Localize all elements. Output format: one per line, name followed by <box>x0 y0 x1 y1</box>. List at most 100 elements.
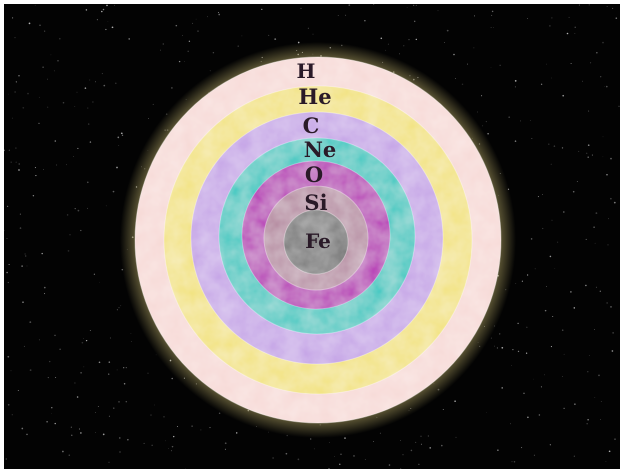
star-speck <box>17 390 19 391</box>
star-speck <box>446 29 449 32</box>
label-h: H <box>297 59 316 83</box>
star-speck <box>188 40 191 42</box>
star-speck <box>403 45 405 47</box>
star-speck <box>53 70 55 72</box>
star-speck <box>562 94 565 97</box>
star-speck <box>310 438 312 440</box>
star-speck <box>602 156 604 158</box>
star-speck <box>170 450 173 452</box>
star-speck <box>62 450 64 453</box>
star-speck <box>111 26 114 29</box>
star-speck <box>529 120 531 121</box>
star-speck <box>572 190 575 193</box>
star-speck <box>95 432 96 433</box>
star-speck <box>109 337 111 339</box>
star-speck <box>534 268 536 270</box>
star-speck <box>530 238 533 240</box>
star-speck <box>195 18 197 20</box>
star-speck <box>400 468 402 470</box>
star-speck <box>71 434 73 436</box>
star-speck <box>11 414 13 416</box>
star-speck <box>8 149 10 151</box>
label-o: O <box>305 162 323 187</box>
star-speck <box>57 60 59 62</box>
star-speck <box>420 443 422 445</box>
star-speck <box>83 366 85 368</box>
star-speck <box>123 367 125 369</box>
star-speck <box>573 307 576 309</box>
star-speck <box>38 96 40 98</box>
star-speck <box>615 17 618 19</box>
star-speck <box>14 37 16 39</box>
star-speck <box>130 341 132 342</box>
star-speck <box>415 38 417 41</box>
star-speck <box>591 154 593 156</box>
star-speck <box>441 444 443 447</box>
star-speck <box>67 250 70 252</box>
star-speck <box>497 449 499 452</box>
star-speck <box>113 4 115 6</box>
star-speck <box>531 138 533 139</box>
star-speck <box>10 161 12 163</box>
star-speck <box>307 27 309 29</box>
star-speck <box>511 461 513 463</box>
star-speck <box>181 35 183 36</box>
star-speck <box>420 435 422 437</box>
star-speck <box>15 147 17 149</box>
star-speck <box>533 378 534 380</box>
star-speck <box>98 361 101 364</box>
star-speck <box>119 437 121 439</box>
star-speck <box>44 293 46 295</box>
star-speck <box>373 441 374 442</box>
star-speck <box>557 241 559 243</box>
star-speck <box>429 447 432 449</box>
star-speck <box>70 426 72 428</box>
star-speck <box>200 429 202 431</box>
star-speck <box>178 60 181 63</box>
star-speck <box>599 419 601 420</box>
star-speck <box>514 140 517 142</box>
star-speck <box>43 168 44 170</box>
star-speck <box>35 175 37 177</box>
star-speck <box>568 16 570 18</box>
star-speck <box>598 374 600 377</box>
star-speck <box>80 432 82 434</box>
star-speck <box>237 45 239 47</box>
star-speck <box>18 169 20 171</box>
star-speck <box>59 37 61 40</box>
star-speck <box>27 92 29 95</box>
star-speck <box>103 84 106 87</box>
star-speck <box>590 62 592 64</box>
star-speck <box>593 226 595 228</box>
star-speck <box>101 73 103 75</box>
star-speck <box>379 432 381 434</box>
star-speck <box>300 7 302 9</box>
star-speck <box>610 306 612 308</box>
star-speck <box>561 376 563 377</box>
star-speck <box>490 27 492 28</box>
star-speck <box>595 286 597 288</box>
label-ne: Ne <box>304 137 337 162</box>
star-speck <box>76 396 79 398</box>
star-speck <box>51 407 53 409</box>
star-speck <box>455 436 457 438</box>
star-speck <box>116 369 118 371</box>
star-speck <box>594 397 596 398</box>
star-speck <box>387 43 389 45</box>
star-speck <box>477 111 478 113</box>
star-speck <box>19 227 22 229</box>
star-speck <box>107 21 109 22</box>
star-speck <box>6 271 8 274</box>
star-speck <box>47 377 49 379</box>
star-speck <box>594 328 595 330</box>
star-speck <box>147 372 149 374</box>
star-speck <box>595 212 598 214</box>
star-speck <box>62 101 65 104</box>
star-speck <box>606 174 608 176</box>
star-speck <box>408 39 410 41</box>
star-speck <box>7 355 10 358</box>
star-speck <box>467 63 468 65</box>
star-speck <box>160 49 161 51</box>
star-speck <box>32 194 35 197</box>
